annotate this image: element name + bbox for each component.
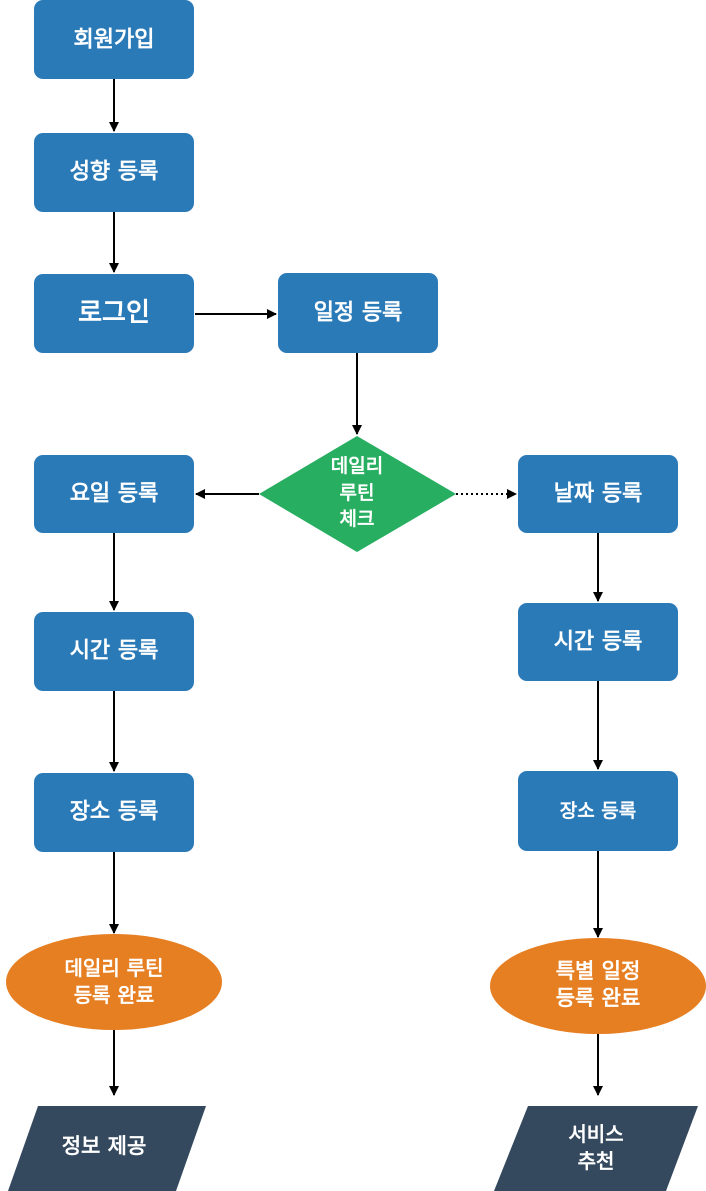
- node-preference: 성향 등록: [34, 133, 194, 212]
- node-schedule-label: 일정 등록: [314, 301, 403, 326]
- node-time-right: 시간 등록: [518, 603, 678, 681]
- node-schedule: 일정 등록: [278, 273, 438, 353]
- node-info-label: 정보 제공: [62, 1134, 147, 1158]
- node-special-done-line2: 등록 완료: [556, 986, 641, 1010]
- node-service-line1: 서비스: [568, 1122, 623, 1146]
- node-weekday-label: 요일 등록: [70, 482, 159, 507]
- node-service-line2: 추천: [578, 1149, 615, 1173]
- node-login-label: 로그인: [78, 298, 150, 328]
- node-signup-label: 회원가입: [74, 28, 155, 53]
- node-date-label: 날짜 등록: [554, 482, 643, 507]
- node-date: 날짜 등록: [518, 455, 678, 533]
- node-routine-done-line1: 데일리 루틴: [65, 956, 164, 980]
- node-info: 정보 제공: [8, 1106, 206, 1191]
- node-special-done: 특별 일정 등록 완료: [490, 938, 706, 1034]
- node-special-done-line1: 특별 일정: [556, 959, 641, 983]
- node-place-left: 장소 등록: [34, 773, 194, 852]
- connectors: [109, 79, 603, 1096]
- node-daily-check-line2: 루틴: [340, 482, 375, 504]
- node-preference-label: 성향 등록: [70, 160, 159, 185]
- node-daily-check: 데일리 루틴 체크: [259, 436, 456, 552]
- node-signup: 회원가입: [34, 0, 194, 79]
- node-time-left-label: 시간 등록: [70, 639, 159, 664]
- node-daily-check-line3: 체크: [340, 508, 375, 530]
- node-routine-done-line2: 등록 완료: [74, 983, 155, 1007]
- node-login: 로그인: [34, 274, 194, 353]
- node-time-right-label: 시간 등록: [554, 630, 643, 655]
- node-place-right-label: 장소 등록: [560, 800, 637, 822]
- node-daily-check-line1: 데일리: [331, 455, 383, 477]
- node-time-left: 시간 등록: [34, 612, 194, 691]
- node-place-left-label: 장소 등록: [70, 800, 159, 825]
- node-service: 서비스 추천: [494, 1106, 698, 1191]
- node-weekday: 요일 등록: [34, 455, 194, 533]
- node-routine-done: 데일리 루틴 등록 완료: [6, 934, 222, 1030]
- node-place-right: 장소 등록: [518, 771, 678, 851]
